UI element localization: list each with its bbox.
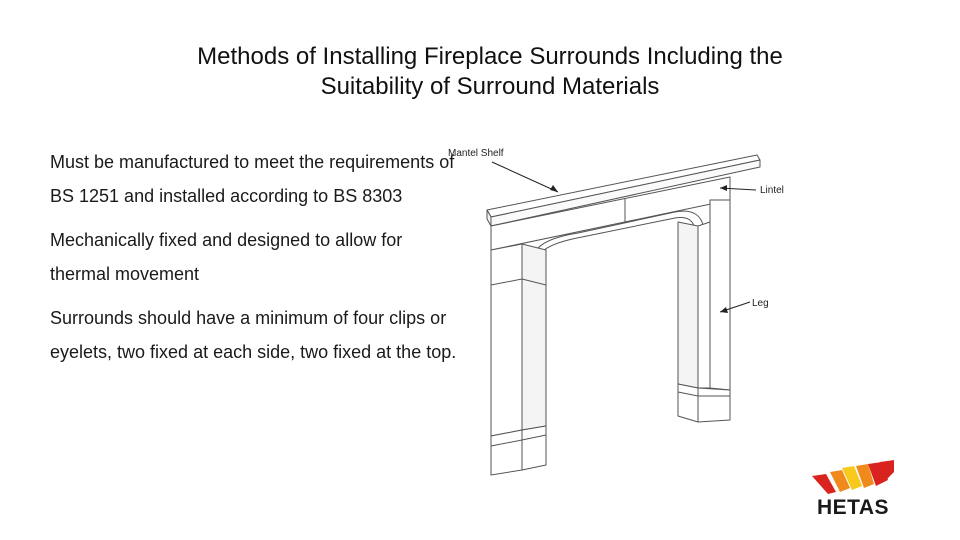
left-leg-shape bbox=[490, 243, 547, 476]
mantel-shelf-shape bbox=[486, 154, 761, 227]
slide-title-line-2: Suitability of Surround Materials bbox=[320, 73, 660, 100]
right-leg-shape bbox=[677, 199, 731, 423]
slide-title: Methods of Installing Fireplace Surround… bbox=[120, 42, 860, 102]
fireplace-surround-drawing: Mantel Shelf Lintel Leg bbox=[448, 148, 784, 476]
bullet-item: Surrounds should have a minimum of four … bbox=[50, 308, 457, 362]
hetas-logo: HETAS bbox=[808, 458, 898, 520]
bullet-item: Mechanically fixed and designed to allow… bbox=[50, 230, 403, 284]
label-lintel: Lintel bbox=[760, 185, 784, 196]
lintel-shape bbox=[490, 176, 731, 251]
bullet-list: Must be manufactured to meet the require… bbox=[50, 145, 460, 379]
diagram-annotations: Mantel Shelf Lintel Leg bbox=[448, 148, 784, 313]
slide-title-line-1: Methods of Installing Fireplace Surround… bbox=[197, 43, 783, 70]
hetas-chevron-logo-icon bbox=[812, 460, 894, 494]
hetas-logo-text: HETAS bbox=[816, 496, 890, 519]
bullet-item: Must be manufactured to meet the require… bbox=[50, 152, 455, 206]
label-mantel-shelf: Mantel Shelf bbox=[448, 148, 504, 159]
label-leg: Leg bbox=[752, 298, 769, 309]
fireplace-surround-diagram: Mantel Shelf Lintel Leg bbox=[420, 130, 820, 480]
